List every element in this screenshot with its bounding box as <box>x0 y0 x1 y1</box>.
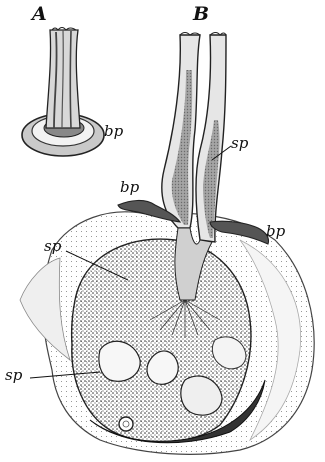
label-bp-right: bp <box>266 224 285 239</box>
figure-a-drawing <box>22 28 104 157</box>
label-sp-mid: sp <box>44 239 61 254</box>
label-bp-figure-a: bp <box>104 124 123 139</box>
label-sp-bottom: sp <box>5 368 22 383</box>
label-sp-top: sp <box>231 136 248 151</box>
panel-label-b: B <box>193 5 209 24</box>
figure-b-bubble <box>119 417 133 431</box>
label-bp-left: bp <box>120 180 139 195</box>
panel-label-a: A <box>32 5 47 24</box>
